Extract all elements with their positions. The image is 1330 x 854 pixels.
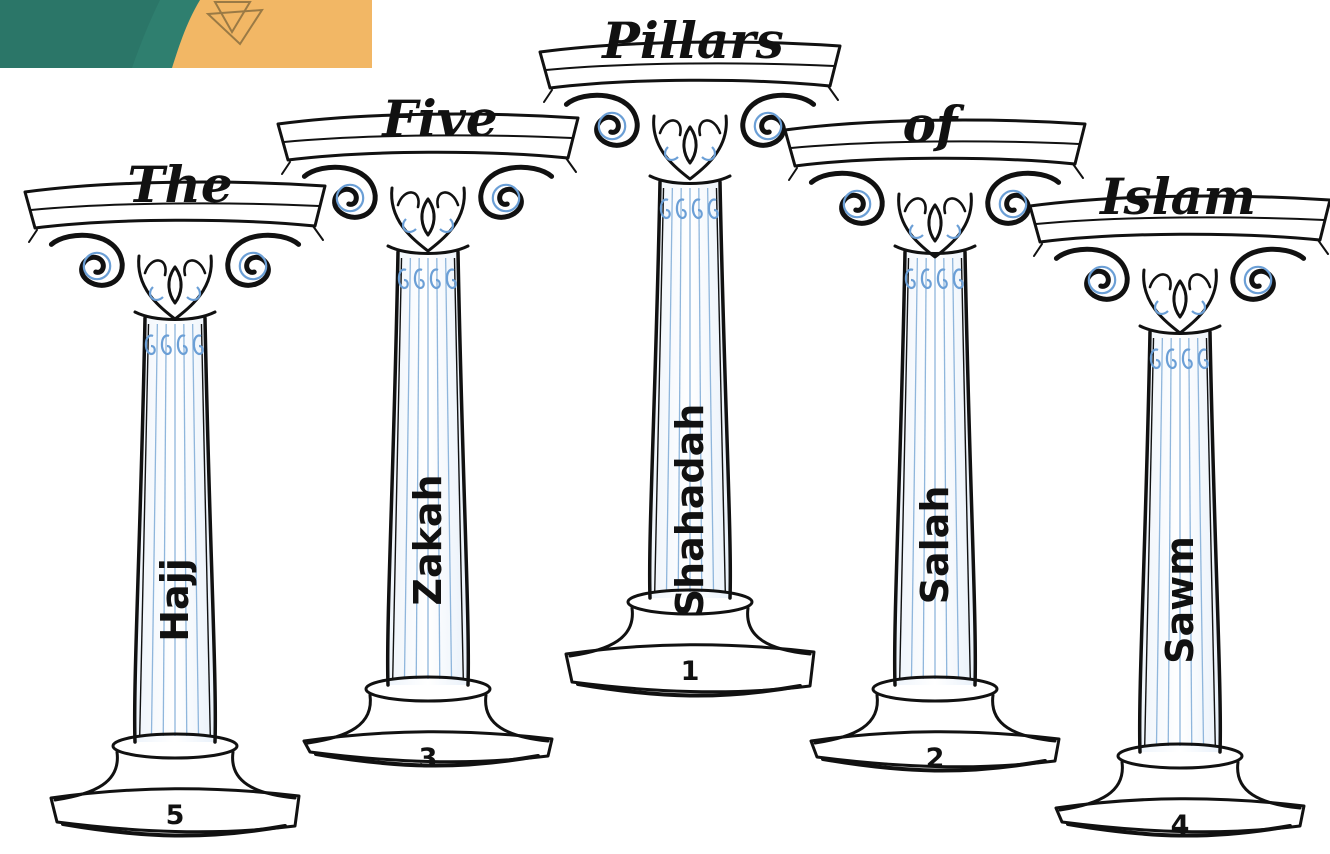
title-word-the: The bbox=[127, 155, 232, 214]
title-word-of: of bbox=[903, 95, 965, 154]
title-word-five: Five bbox=[380, 89, 497, 148]
pillar-name-sawm: Sawm bbox=[1158, 536, 1202, 664]
corner-banner bbox=[0, 0, 372, 68]
pillar-name-zakah: Zakah bbox=[406, 474, 450, 605]
pillar-number-salah: 2 bbox=[926, 743, 945, 774]
pillar-name-shahadah: Shahadah bbox=[668, 404, 712, 617]
pillars-group: Hajj 5 Zakah 3 Shahadah 1 Salah 2 Sawm 4 The Five Pi… bbox=[25, 11, 1330, 841]
title-word-islam: Islam bbox=[1098, 167, 1256, 226]
pillar-number-hajj: 5 bbox=[166, 800, 185, 831]
pillar-salah: Salah 2 bbox=[785, 120, 1085, 774]
pillar-shahadah: Shahadah 1 bbox=[540, 42, 840, 695]
pillar-sawm: Sawm 4 bbox=[1030, 196, 1330, 841]
pillar-hajj: Hajj 5 bbox=[25, 182, 325, 835]
pillar-number-shahadah: 1 bbox=[681, 656, 700, 687]
pillar-number-sawm: 4 bbox=[1171, 810, 1190, 841]
pillar-name-salah: Salah bbox=[913, 486, 957, 605]
title-word-pillars: Pillars bbox=[600, 11, 783, 70]
pillar-number-zakah: 3 bbox=[419, 743, 438, 774]
pillar-name-hajj: Hajj bbox=[153, 558, 197, 642]
pillar-zakah: Zakah 3 bbox=[278, 114, 578, 774]
